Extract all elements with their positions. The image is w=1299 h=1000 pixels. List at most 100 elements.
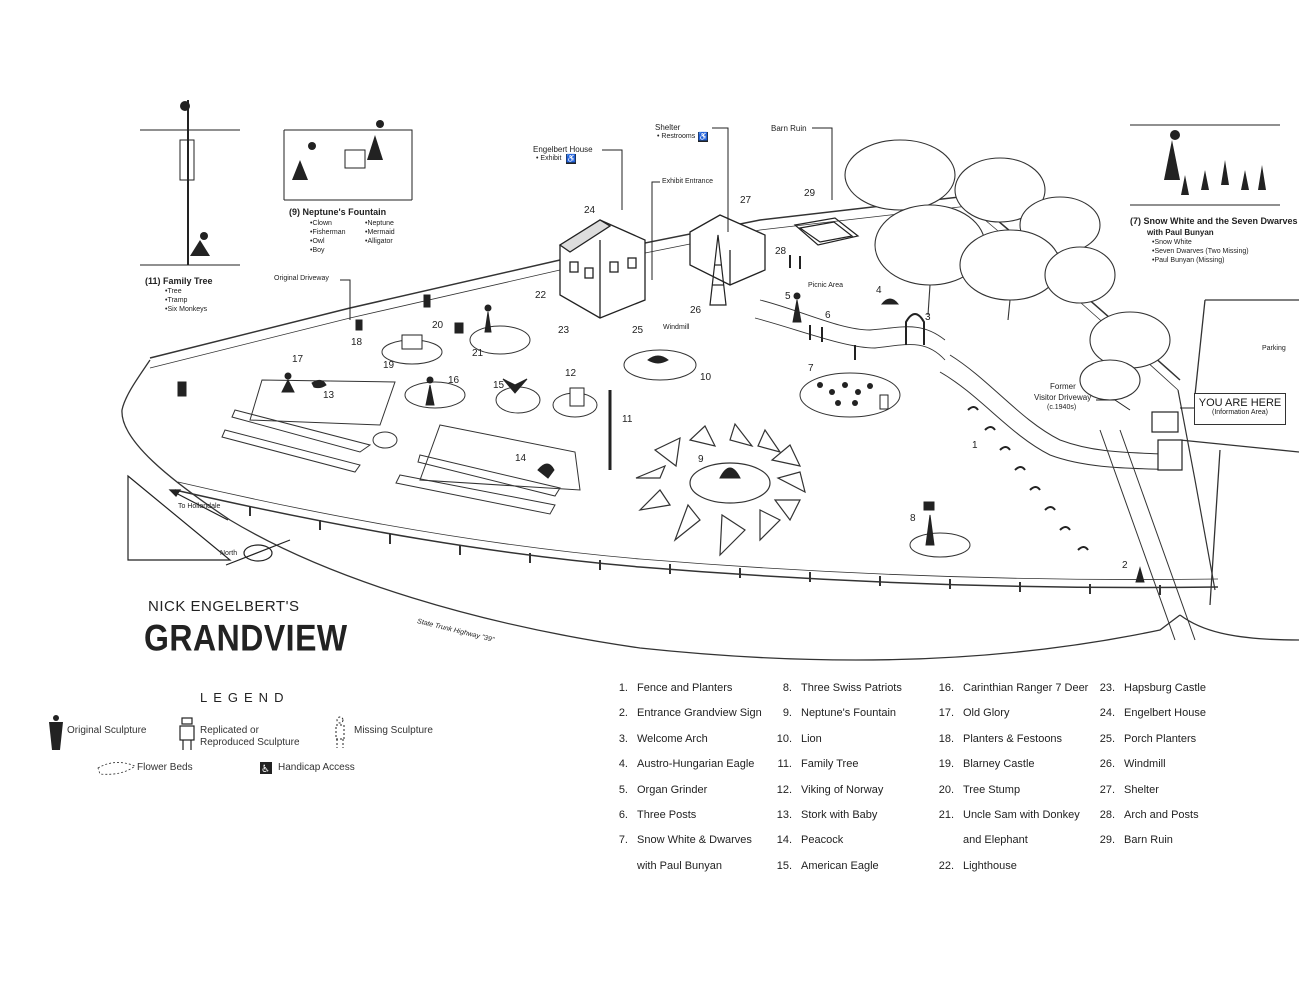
key-item: 20.Tree Stump	[938, 783, 1021, 796]
flower-bed	[404, 381, 466, 409]
flower-bed-icon	[97, 762, 136, 775]
key-item: 15.American Eagle	[776, 859, 879, 872]
handicap-icon: ♿	[566, 154, 576, 164]
legend-replicated-label-2: Reproduced Sculpture	[200, 737, 300, 748]
key-item: 5.Organ Grinder	[618, 783, 708, 796]
flower-bed	[909, 532, 971, 558]
handicap-icon: ♿	[698, 132, 708, 142]
key-item: 2.Entrance Grandview Sign	[618, 707, 762, 720]
flower-bed	[372, 431, 398, 449]
flower-bed	[799, 372, 901, 418]
map-number-16: 16	[448, 375, 460, 386]
north-label: North	[220, 550, 238, 557]
map-number-20: 20	[432, 320, 444, 331]
map-number-12: 12	[565, 368, 577, 379]
key-column-2: 8.Three Swiss Patriots 9.Neptune's Fount…	[765, 676, 902, 879]
map-number-27: 27	[740, 195, 752, 206]
key-item: 9.Neptune's Fountain	[782, 707, 897, 720]
key-item: 23.Hapsburg Castle	[1099, 682, 1206, 694]
key-item: 22.Lighthouse	[938, 859, 1017, 872]
callout-parking: Parking	[1262, 345, 1286, 352]
key-item: 14.Peacock	[776, 834, 844, 847]
callout-original-driveway: Original Driveway	[274, 275, 329, 282]
inset-item: •Alligator	[365, 238, 393, 245]
key-item: and Elephant	[963, 834, 1028, 847]
inset-item: •Boy	[310, 247, 325, 254]
legend-missing-label: Missing Sculpture	[354, 725, 433, 736]
south-fence	[174, 489, 1219, 589]
information-area-label: (Information Area)	[1211, 409, 1269, 416]
map-number-14: 14	[515, 453, 527, 464]
inset-neptune-heading: (9) Neptune's Fountain	[289, 207, 387, 217]
flower-bed	[417, 454, 561, 497]
callout-engelbert-exhibit: • Exhibit	[536, 155, 562, 162]
flower-bed	[221, 429, 361, 473]
legend-heading: LEGEND	[200, 690, 290, 705]
inset-snow-white-list: •Snow White •Seven Dwarves (Two Missing)…	[1152, 238, 1249, 265]
map-number-25: 25	[632, 325, 644, 336]
engelbert-house	[558, 219, 646, 319]
map-number-5: 5	[785, 291, 791, 302]
callout-engelbert-house: Engelbert House	[533, 145, 593, 154]
windmill-structure	[709, 234, 727, 306]
key-item: 24.Engelbert House	[1099, 707, 1206, 720]
map-number-11: 11	[622, 414, 633, 425]
map-number-9: 9	[698, 454, 704, 465]
flower-bed	[231, 409, 372, 453]
map-number-21: 21	[472, 348, 484, 359]
key-item: 12.Viking of Norway	[776, 783, 884, 796]
key-item: 27.Shelter	[1099, 783, 1159, 796]
inset-item: •Clown	[310, 220, 332, 227]
key-column-3: 16.Carinthian Ranger 7 Deer 17.Old Glory…	[927, 676, 1089, 879]
information-booth	[1151, 411, 1183, 471]
map-number-3: 3	[925, 312, 931, 323]
flower-bed	[395, 474, 556, 515]
replicated-sculpture-icon	[179, 717, 195, 750]
callout-picnic-area: Picnic Area	[808, 282, 844, 289]
map-number-8: 8	[910, 513, 916, 524]
you-are-here-box: YOU ARE HERE (Information Area)	[1194, 393, 1286, 425]
map-number-24: 24	[584, 205, 596, 216]
map-number-18: 18	[351, 337, 363, 348]
trees	[844, 139, 1171, 401]
legend-flower-beds-label: Flower Beds	[137, 762, 193, 773]
east-fence	[1177, 389, 1216, 591]
sculpture-markers	[177, 292, 1145, 583]
inset-neptune-col1: •Clown •Fisherman •Owl •Boy	[310, 219, 346, 255]
inset-snow-white-heading-2: with Paul Bunyan	[1147, 228, 1214, 237]
map-number-10: 10	[700, 372, 712, 383]
map-number-28: 28	[775, 246, 787, 257]
key-item: 8.Three Swiss Patriots	[782, 682, 902, 694]
key-item: 18.Planters & Festoons	[938, 732, 1063, 745]
map-number-1: 1	[972, 440, 978, 451]
inset-figures	[179, 101, 1266, 256]
neptune-fountain	[635, 422, 806, 557]
inset-item: •Tree	[165, 288, 182, 295]
key-item: 4.Austro-Hungarian Eagle	[618, 758, 755, 771]
callout-barn-ruin: Barn Ruin	[771, 124, 807, 133]
key-item: 19.Blarney Castle	[938, 758, 1035, 771]
key-item: 1.Fence and Planters	[618, 682, 733, 694]
legend-icons: ♿	[49, 715, 345, 775]
key-column-4: 23.Hapsburg Castle 24.Engelbert House 25…	[1088, 676, 1206, 854]
map-number-13: 13	[323, 390, 335, 401]
flower-bed	[419, 424, 581, 491]
missing-sculpture-icon	[335, 716, 345, 748]
legend-handicap-label: Handicap Access	[278, 762, 355, 773]
callout-windmill: Windmill	[663, 324, 690, 331]
key-item: 11.Family Tree	[777, 758, 859, 771]
original-sculpture-icon	[49, 715, 63, 750]
map-number-26: 26	[690, 305, 702, 316]
inset-snow-white-heading-1: (7) Snow White and the Seven Dwarves	[1130, 216, 1298, 226]
map-number-15: 15	[493, 380, 505, 391]
callout-shelter: Shelter	[655, 123, 681, 132]
key-item: 13.Stork with Baby	[776, 809, 878, 822]
site-boundary	[121, 359, 1181, 661]
inset-item: •Neptune	[365, 220, 394, 227]
key-item: with Paul Bunyan	[637, 859, 722, 872]
shelter-building	[689, 214, 766, 286]
inset-family-tree-list: •Tree •Tramp •Six Monkeys	[165, 287, 207, 314]
inset-item: •Fisherman	[310, 229, 346, 236]
legend-original-label: Original Sculpture	[67, 725, 147, 736]
